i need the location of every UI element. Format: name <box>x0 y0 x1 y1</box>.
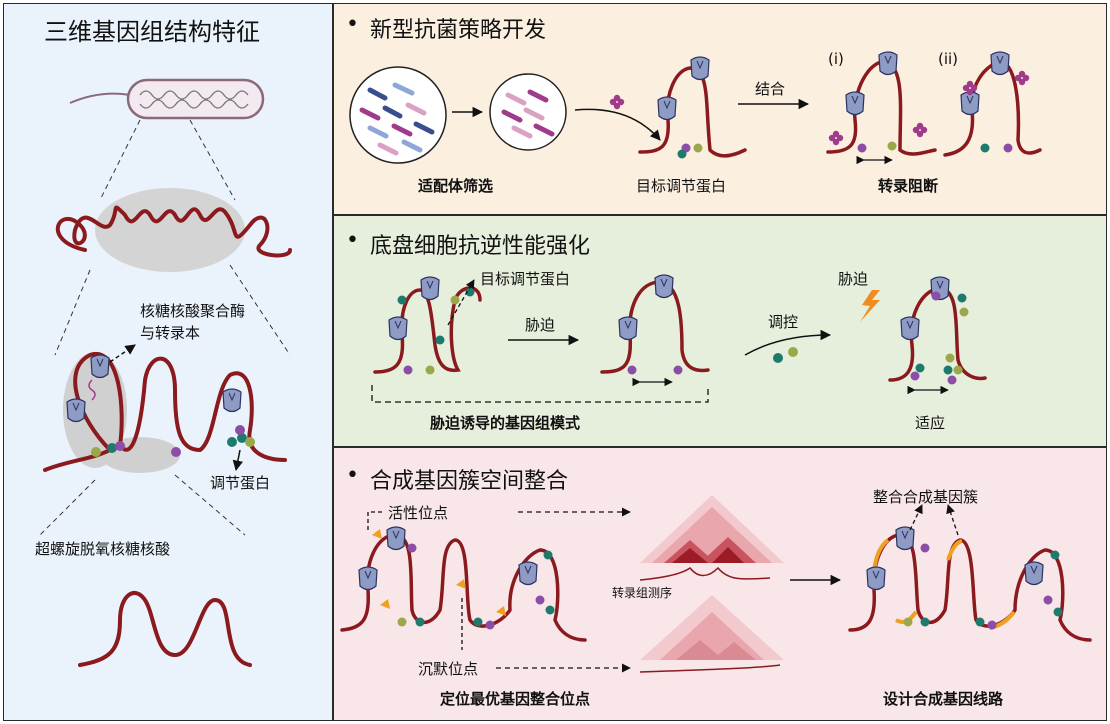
left-panel-title: 三维基因组结构特征 <box>44 18 260 46</box>
integration-source-dna <box>340 533 587 642</box>
block-i-dna <box>826 60 937 156</box>
regulator-label: 调节蛋白 <box>210 474 271 492</box>
stress-response-dna <box>600 280 710 374</box>
active-site-label: 活性位点 <box>388 504 449 522</box>
looped-genome-dna <box>43 352 287 472</box>
rnap-transcript-label: 与转录本 <box>140 324 201 342</box>
supercoil-dna <box>78 591 252 667</box>
panel2-target-label: 目标调节蛋白 <box>480 270 571 288</box>
adaptation-label: 适应 <box>915 414 946 432</box>
aptamer-screening-label: 适配体筛选 <box>418 177 494 195</box>
integrate-cluster-label: 整合合成基因簇 <box>873 488 979 506</box>
bind-label: 结合 <box>755 80 786 98</box>
stress-bolt-icon <box>860 290 880 322</box>
option-ii-label: (ii) <box>938 50 959 68</box>
panel1-title: 新型抗菌策略开发 <box>370 18 547 43</box>
panel3-title: 合成基因簇空间整合 <box>370 469 569 494</box>
design-circuit-label: 设计合成基因线路 <box>883 690 1004 708</box>
transcription-block-label: 转录阻断 <box>878 177 939 195</box>
panel-stress-tolerance <box>333 215 1107 447</box>
rnaseq-label: 转录组测序 <box>612 586 673 600</box>
panel2-title: 底盘细胞抗逆性能强化 <box>370 234 591 259</box>
panel1-bullet: • <box>346 12 359 37</box>
locate-optimal-sites-label: 定位最优基因整合位点 <box>440 690 591 708</box>
regulate-label: 调控 <box>768 313 799 331</box>
stress-label-2: 胁迫 <box>838 270 869 288</box>
aptamer-library-circle <box>349 66 447 164</box>
target-regulator-dna <box>638 66 747 158</box>
rnap-label: 核糖核酸聚合酶 <box>140 302 246 320</box>
silent-site-label: 沉默位点 <box>418 660 479 678</box>
hic-map-silent <box>639 595 784 673</box>
selected-aptamer-circle <box>489 73 567 151</box>
panel3-bullet: • <box>346 463 359 488</box>
bacterium-cell <box>69 78 265 120</box>
stress-label: 胁迫 <box>525 316 556 334</box>
panel1-target-label: 目标调节蛋白 <box>636 177 727 195</box>
panel2-bullet: • <box>346 228 359 253</box>
compact-genome-dna <box>55 205 292 258</box>
stress-pattern-label: 胁迫诱导的基因组模式 <box>430 414 581 432</box>
hic-map-active <box>639 495 784 581</box>
supercoil-label: 超螺旋脱氧核糖核酸 <box>35 540 171 558</box>
option-i-label: (i) <box>828 50 844 68</box>
